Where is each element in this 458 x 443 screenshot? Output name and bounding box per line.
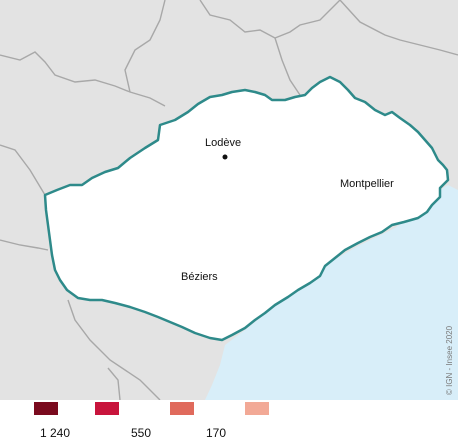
density-legend: 1 240 550 170 <box>0 402 458 443</box>
legend-label: 170 <box>206 426 227 440</box>
region-outline-stroke <box>43 75 450 342</box>
place-labels: Lodève Montpellier Béziers <box>180 136 396 285</box>
beziers-label: Béziers <box>181 271 218 283</box>
legend-swatch-mid <box>170 402 194 415</box>
copyright-text: © IGN - Insee 2020 <box>445 325 454 395</box>
legend-item <box>245 402 315 443</box>
lodeve-label: Lodève <box>205 137 241 149</box>
legend-swatch-light <box>245 402 269 415</box>
legend-item: 170 <box>170 402 240 443</box>
map-frame: Lodève Montpellier Béziers <box>0 0 458 400</box>
legend-label: 1 240 <box>40 426 71 440</box>
neighbour-borders <box>0 0 458 400</box>
sea <box>205 185 458 400</box>
montpellier-label: Montpellier <box>340 178 394 190</box>
legend-label: 550 <box>131 426 152 440</box>
legend-item: 550 <box>95 402 165 443</box>
density-map: Lodève Montpellier Béziers <box>0 0 458 400</box>
lodeve-marker <box>222 154 228 160</box>
legend-swatch-darkest <box>34 402 58 415</box>
legend-swatch-dark <box>95 402 119 415</box>
legend-item: 1 240 <box>34 402 104 443</box>
